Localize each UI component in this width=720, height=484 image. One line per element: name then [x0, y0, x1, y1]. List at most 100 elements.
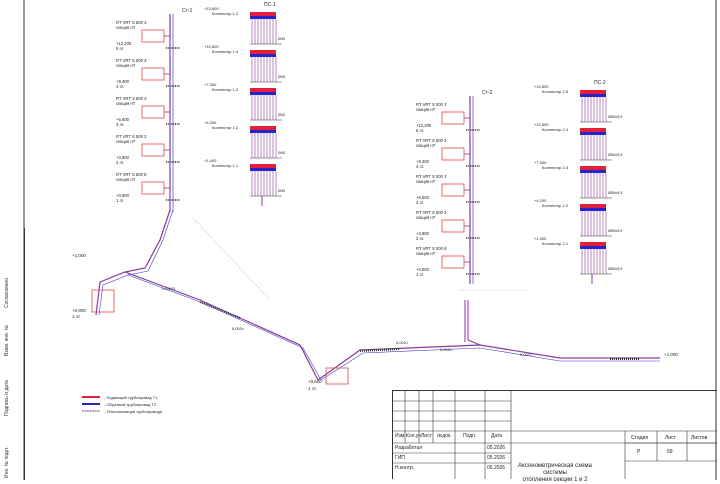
manifold-return-bar [580, 132, 606, 135]
stamp-sheet-head: Лист [665, 435, 676, 441]
radiator-sub: секция нТ [116, 101, 136, 106]
level-mark: +9,400 [416, 159, 430, 164]
lower-unit-elev: +0,600 [308, 379, 322, 384]
manifold-name: Коллектор 1.2 [212, 125, 239, 130]
manifold-level: +7,300 [534, 160, 547, 165]
manifold-supply-bar [580, 204, 606, 208]
side-label-approved: Согласовано [4, 277, 10, 308]
level-mark: +12,200 [116, 41, 132, 46]
floor-mark: 1 эт. [416, 272, 424, 277]
radiator-box [141, 143, 165, 157]
manifold-name: Коллектор 1.1 [212, 163, 239, 168]
stamp-date-developer: 05.2026 [487, 445, 506, 451]
radiator-sub: секция нТ [416, 179, 436, 184]
manifold-return-bar [580, 208, 606, 211]
manifold-pipe-label: Ø40 [278, 37, 285, 41]
radiator-name: RT VRT S 500 8 [416, 246, 447, 251]
manifold-pipe-label: Ø40 [278, 189, 285, 193]
floor-mark: 1 эт. [116, 198, 124, 203]
radiator-sub: секция нТ [116, 139, 136, 144]
manifold-pipe-label: Ø40 [278, 75, 285, 79]
manifold-return-bar [250, 130, 276, 133]
side-label-inv: Инв. № подл. [4, 446, 10, 478]
left-elev: +1,000 [72, 253, 86, 258]
radiator-box [141, 105, 165, 119]
manifold-level: +7,300 [204, 82, 217, 87]
manifold-return-bar [580, 94, 606, 97]
manifold-name: Коллектор 1.2 [212, 11, 239, 16]
level-mark: +9,400 [116, 79, 130, 84]
floor-mark: 3 эт. [116, 122, 124, 127]
side-label-sign: Подпись и дата [4, 380, 10, 416]
slope-label-3: 0,002> [396, 340, 409, 345]
stamp-date-gip: 05.2026 [487, 455, 506, 461]
manifold-pipe-label: Ø50x5,5 [608, 229, 622, 233]
level-mark: +3,800 [116, 155, 130, 160]
stamp-col-izm: Изм. [395, 433, 406, 439]
manifold-return-bar [250, 16, 276, 19]
radiator-sub: секция нТ [416, 143, 436, 148]
manifold-id-label: ПС-1 [264, 2, 276, 8]
side-label-replace: Взам. инв. № [4, 325, 10, 356]
riser-id-label: Ст-1 [182, 8, 193, 14]
floor-mark: 2 эт. [116, 160, 124, 165]
lower-center-unit [325, 367, 349, 385]
manifold-supply-bar [250, 88, 276, 92]
manifold-return-bar [580, 170, 606, 173]
stamp-sheets-head: Листов [691, 435, 708, 441]
manifold-supply-bar [580, 128, 606, 132]
radiator-sub: секция нТ [116, 177, 136, 182]
stamp-col-sign: Подп. [463, 433, 477, 439]
radiator-sub: секция нТ [416, 215, 436, 220]
level-mark: +0,800 [116, 193, 130, 198]
stamp-col-date: Дата [491, 433, 503, 439]
level-mark: +12,200 [416, 123, 432, 128]
floor-mark: 5 эт. [416, 128, 424, 133]
radiator-sub: секция нТ [416, 251, 436, 256]
manifold-pipe-label: Ø40 [278, 113, 285, 117]
radiator-box [441, 183, 465, 197]
radiator-sub: секция нТ [116, 25, 136, 30]
drawing-title: Аксонометрическая схема системы отоплени… [511, 463, 599, 484]
radiator-name: RT VRT S 500 3 [116, 96, 147, 101]
manifold-pipe-label: Ø50x5,5 [608, 115, 622, 119]
title-block: Изм. Кол.уч Лист №док. Подп. Дата Разраб… [392, 390, 717, 483]
radiator-name: RT VRT S 500 3 [416, 174, 447, 179]
lower-unit-floor: 1 эт. [308, 386, 317, 391]
radiator-box [441, 219, 465, 233]
manifold-level: +13,600 [534, 84, 549, 89]
lower-left-floor: 1 эт. [72, 314, 81, 319]
slope-label-1: i=0,003 [162, 286, 176, 291]
riser-id-label: Ст-2 [482, 90, 493, 96]
manifold-return-bar [250, 168, 276, 171]
stamp-role-gip: ГИП [395, 455, 405, 461]
stamp-col-kol: Кол.уч [406, 433, 421, 439]
radiator-name: RT VRT S 500 3 [416, 138, 447, 143]
stamp-role-developer: Разработал [395, 445, 423, 451]
radiator-box [441, 147, 465, 161]
manifold-level: +10,800 [534, 122, 549, 127]
manifold-return-bar [580, 246, 606, 249]
drawing-title-line1: Аксонометрическая схема системы [518, 463, 592, 476]
level-mark: +0,800 [416, 267, 430, 272]
distribution-network [95, 209, 660, 381]
radiator-box [441, 111, 465, 125]
stamp-sheet-val: 59 [667, 449, 673, 455]
floor-mark: 4 эт. [416, 164, 424, 169]
radiator-name: RT VRT S 500 3 [116, 20, 147, 25]
manifold-supply-bar [250, 50, 276, 54]
slope-label-4: 0,003> [440, 347, 453, 352]
radiator-box [141, 181, 165, 195]
manifold-level: +4,200 [204, 120, 217, 125]
manifold-return-bar [250, 92, 276, 95]
manifold-supply-bar [580, 90, 606, 94]
level-mark: +3,800 [416, 231, 430, 236]
radiator-name: RT VRT S 500 3 [416, 102, 447, 107]
lower-left-unit [91, 289, 115, 313]
legend: - Подающий трубопровод Т1 - Обратный тру… [82, 395, 163, 414]
floor-mark: 5 эт. [116, 46, 124, 51]
